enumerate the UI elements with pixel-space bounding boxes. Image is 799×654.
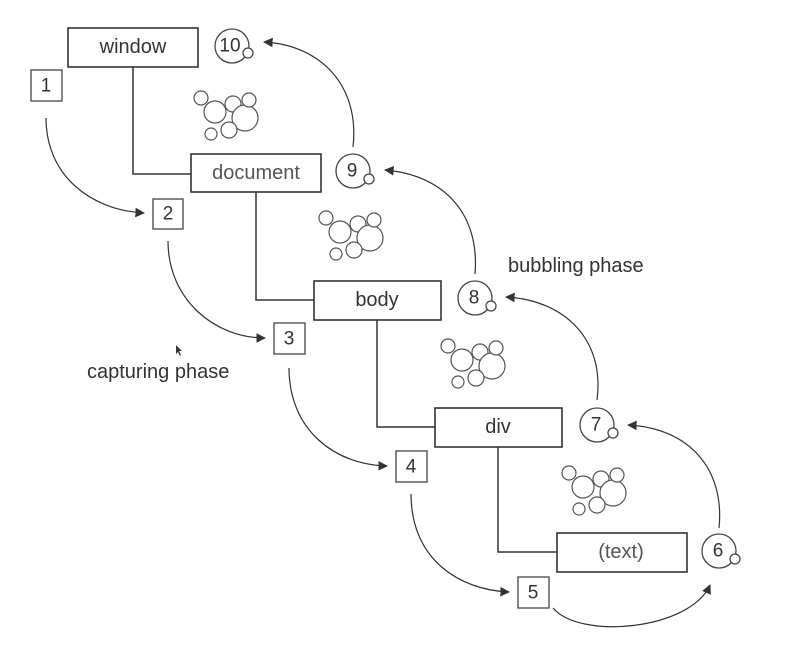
capture-arrow-3-4 (288, 367, 388, 471)
molecule-decoration-1 (193, 90, 259, 141)
capturing-phase-label: capturing phase (87, 361, 229, 383)
molecule-decoration-4 (561, 465, 627, 516)
capture-step-1: 1 (30, 69, 63, 102)
svg-text:6: 6 (713, 541, 724, 562)
capture-step-2: 2 (152, 198, 184, 230)
svg-text:1: 1 (41, 76, 52, 97)
bubble-arrow-6-7 (627, 420, 721, 529)
node-body: body (313, 280, 442, 321)
svg-text:9: 9 (347, 161, 358, 182)
svg-text:2: 2 (163, 204, 174, 225)
node-document: document (190, 153, 322, 193)
node-document-label: document (212, 162, 300, 184)
node-div-label: div (485, 416, 511, 438)
transition-arrow-5-6 (552, 584, 711, 628)
bubble-arrow-7-8 (505, 292, 599, 401)
node-text-label: (text) (598, 541, 644, 563)
bubble-arrow-8-9 (384, 165, 477, 275)
bubble-step-8: 8 (457, 280, 497, 316)
svg-text:4: 4 (406, 457, 417, 478)
tree-line-document-body (255, 192, 314, 301)
mouse-cursor-icon (176, 345, 182, 356)
svg-text:5: 5 (528, 583, 539, 604)
capture-arrow-2-3 (167, 240, 266, 343)
svg-text:3: 3 (284, 329, 295, 350)
node-body-label: body (355, 289, 398, 311)
node-text: (text) (556, 532, 688, 573)
capture-step-3: 3 (273, 322, 306, 355)
bubble-step-9: 9 (335, 153, 375, 189)
svg-text:8: 8 (469, 288, 480, 309)
bubbling-phase-label: bubbling phase (508, 255, 644, 277)
bubble-step-6: 6 (701, 533, 741, 569)
tree-line-div-text (497, 447, 557, 553)
molecule-decoration-2 (318, 210, 384, 261)
tree-line-body-div (376, 320, 435, 428)
node-window: window (67, 27, 199, 68)
capture-arrow-1-2 (45, 117, 145, 218)
node-div: div (434, 407, 563, 448)
tree-line-window-document (132, 67, 191, 175)
node-window-label: window (99, 36, 167, 58)
bubble-step-7: 7 (579, 407, 619, 443)
svg-text:10: 10 (219, 36, 240, 57)
bubble-arrow-9-10 (263, 37, 355, 148)
svg-text:7: 7 (591, 415, 602, 436)
capture-step-5: 5 (517, 576, 550, 609)
bubble-step-10: 10 (214, 28, 254, 64)
capture-arrow-4-5 (410, 493, 510, 597)
molecule-decoration-3 (440, 338, 506, 389)
capture-step-4: 4 (395, 450, 428, 483)
